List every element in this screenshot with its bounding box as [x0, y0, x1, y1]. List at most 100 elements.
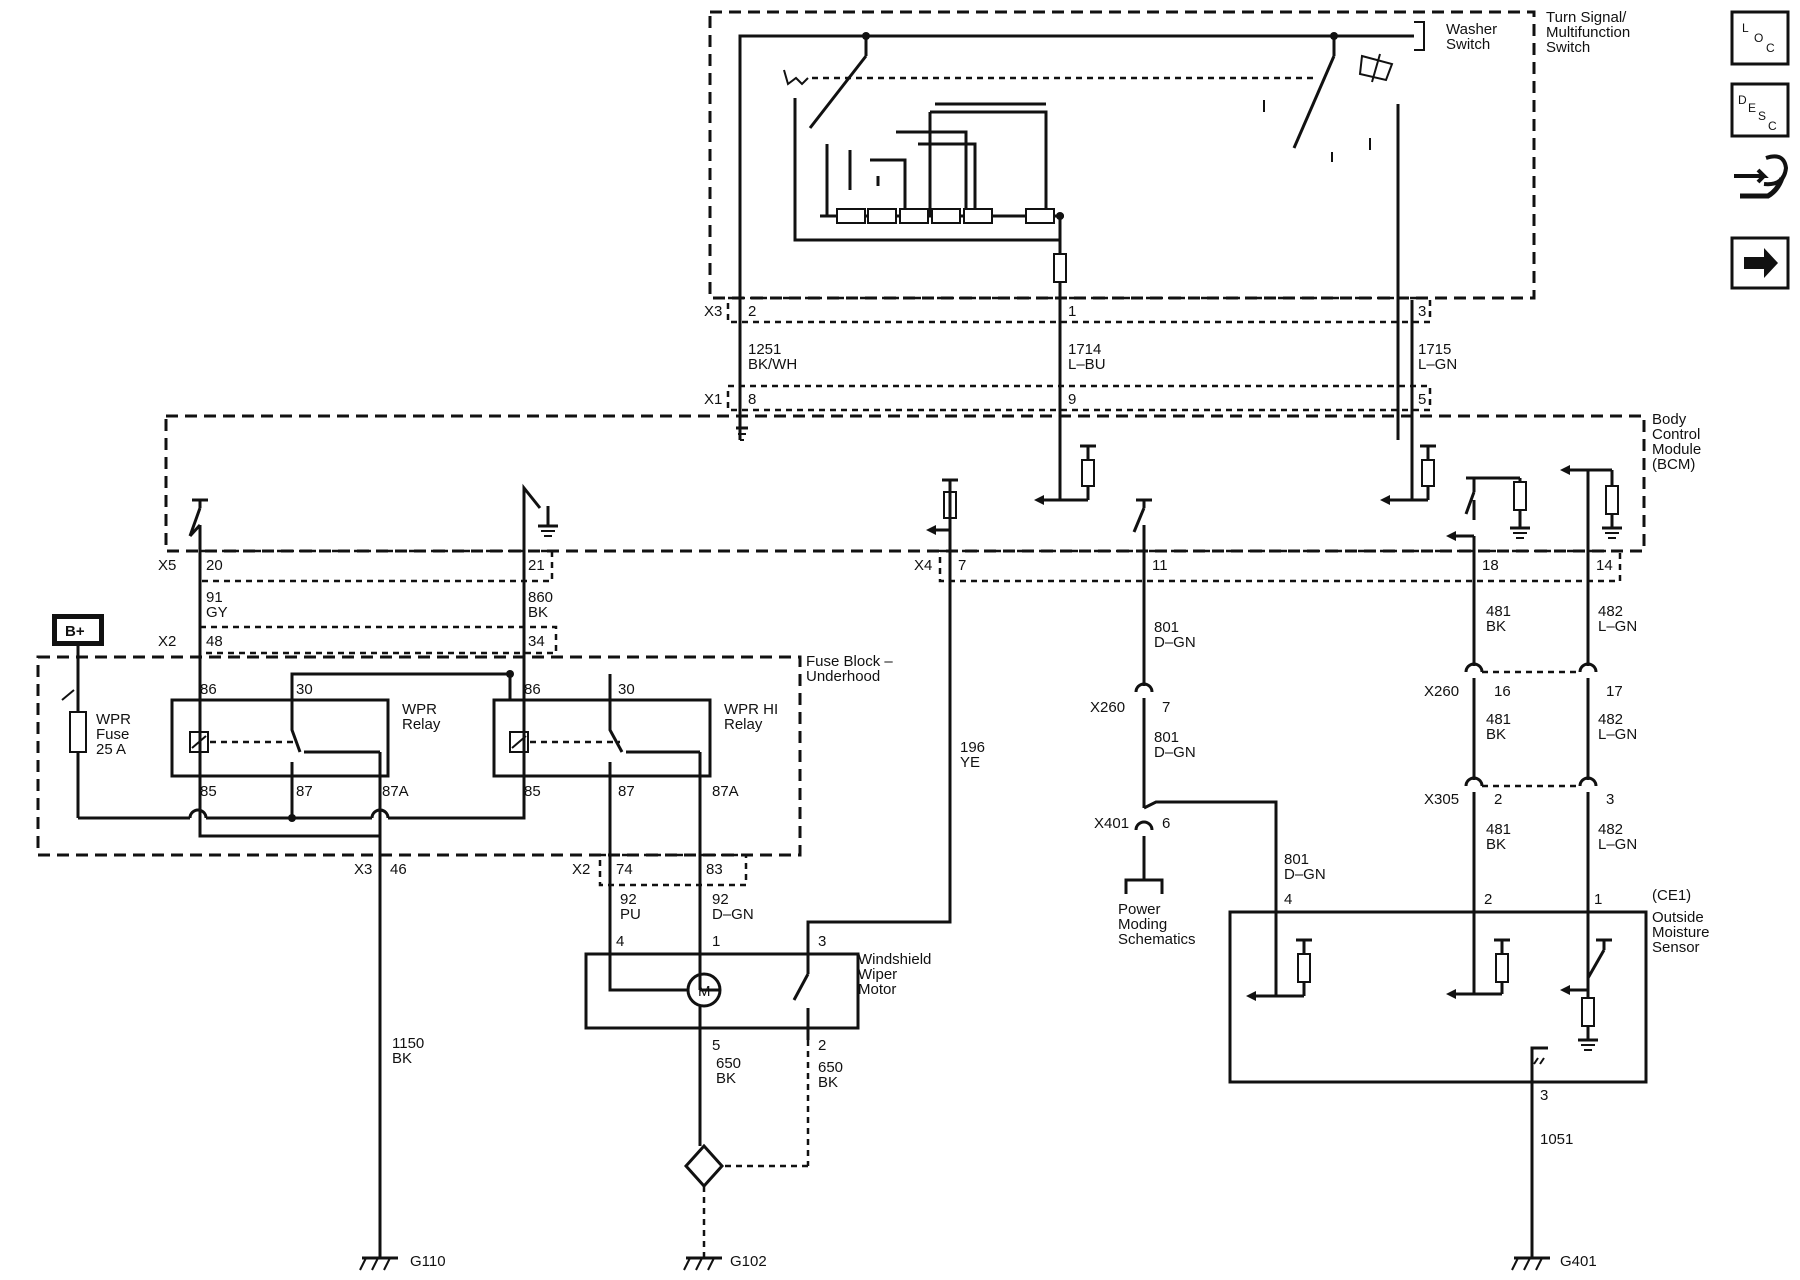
- connector-x2-lower-label: X2: [572, 861, 590, 878]
- pin-label: 8: [748, 391, 756, 408]
- pin-label: 21: [528, 557, 545, 574]
- turn-signal-switch-internals: [738, 21, 1425, 440]
- pin-label: 1: [1068, 303, 1076, 320]
- connector-x3-top-label: X3: [704, 303, 722, 320]
- pin-label: 2: [748, 303, 756, 320]
- pin-label: 74: [616, 861, 633, 878]
- bcm-internals: [188, 444, 1622, 581]
- connector-x260-b-label: X260: [1424, 683, 1459, 700]
- pin-label: 3: [1418, 303, 1426, 320]
- wpr-fuse-icon: [61, 689, 87, 818]
- bcm-boundary: [164, 414, 1646, 553]
- ground-g110-icon: [359, 1256, 398, 1271]
- pin-label: 4: [616, 933, 624, 950]
- ground-g110-label: G110: [410, 1253, 446, 1270]
- pin-label: 30: [296, 681, 313, 698]
- arrow-right-icon: [1744, 248, 1778, 278]
- pin-label: 20: [206, 557, 223, 574]
- loc-button[interactable]: L O C: [1730, 10, 1790, 66]
- pin-label: 16: [1494, 683, 1511, 700]
- splice-diamond-icon: [683, 1143, 725, 1189]
- svg-text:C: C: [1768, 119, 1777, 133]
- pin-label: 3: [1606, 791, 1614, 808]
- wiper-motor: [584, 952, 860, 1030]
- pin-label: 2: [1494, 791, 1502, 808]
- pin-label: 3: [1540, 1087, 1548, 1104]
- wire-label: 1051: [1540, 1131, 1573, 1148]
- ground-g102-label: G102: [730, 1253, 767, 1270]
- connector-x5-label: X5: [158, 557, 176, 574]
- moisture-sensor-code-label: (CE1): [1652, 887, 1691, 904]
- pin-label: 87A: [382, 783, 409, 800]
- wpr-hi-relay-coil-icon: [509, 731, 620, 753]
- pin-label: 86: [524, 681, 541, 698]
- connector-x2-upper-label: X2: [158, 633, 176, 650]
- svg-text:M: M: [698, 983, 711, 1000]
- pin-label: 4: [1284, 891, 1292, 908]
- wpr-relay-coil-icon: [189, 731, 296, 753]
- svg-text:O: O: [1754, 31, 1763, 45]
- next-button[interactable]: [1730, 236, 1790, 290]
- pin-label: 7: [1162, 699, 1170, 716]
- outside-moisture-sensor: [1228, 910, 1648, 1084]
- pin-label: 14: [1596, 557, 1613, 574]
- desc-button[interactable]: D E S C: [1730, 82, 1790, 138]
- horn-symbol-icon: [783, 69, 809, 86]
- pin-label: 7: [958, 557, 966, 574]
- pin-label: 87A: [712, 783, 739, 800]
- pin-label: 83: [706, 861, 723, 878]
- pin-label: 9: [1068, 391, 1076, 408]
- ground-g401-label: G401: [1560, 1253, 1597, 1270]
- ground-g401-icon: [1511, 1256, 1550, 1271]
- pin-label: 48: [206, 633, 223, 650]
- connector-x401-label: X401: [1094, 815, 1129, 832]
- svg-text:S: S: [1758, 109, 1766, 123]
- pin-label: 3: [818, 933, 826, 950]
- ground-g102-icon: [683, 1256, 722, 1271]
- svg-text:B+: B+: [65, 623, 85, 640]
- pin-label: 18: [1482, 557, 1499, 574]
- pin-label: 30: [618, 681, 635, 698]
- pin-label: 2: [1484, 891, 1492, 908]
- pin-label: 87: [296, 783, 313, 800]
- pin-label: 85: [524, 783, 541, 800]
- pin-label: 5: [712, 1037, 720, 1054]
- connector-icon: [1734, 154, 1789, 199]
- x5-connector-box: [198, 549, 554, 583]
- washer-nozzle-icon: [1358, 53, 1394, 83]
- pin-label: 2: [818, 1037, 826, 1054]
- pin-label: 1: [1594, 891, 1602, 908]
- chassis-ground-icon: [736, 426, 748, 441]
- svg-text:L: L: [1742, 21, 1749, 35]
- connector-x305-label: X305: [1424, 791, 1459, 808]
- connector-button[interactable]: [1734, 154, 1789, 199]
- pin-label: 46: [390, 861, 407, 878]
- pin-label: 17: [1606, 683, 1623, 700]
- pin-label: 6: [1162, 815, 1170, 832]
